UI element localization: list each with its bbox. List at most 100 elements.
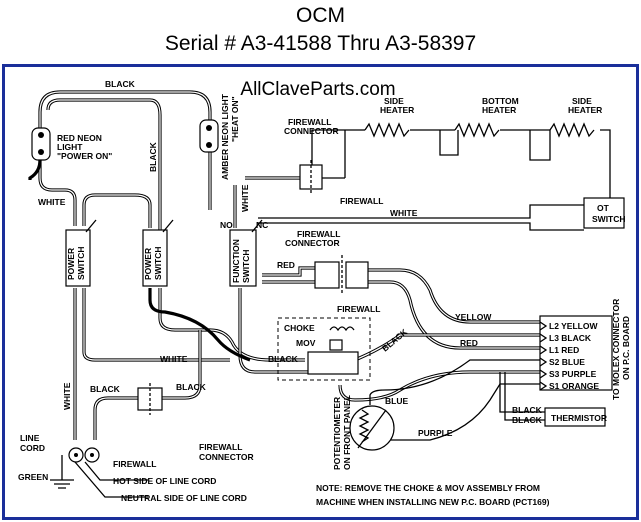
wire-blue: [369, 359, 540, 405]
label-thermistor: THERMISTOR: [551, 413, 607, 423]
label-yellow: YELLOW: [455, 312, 492, 322]
page-title: OCM: [296, 4, 345, 27]
label-ot-switch-2: SWITCH: [592, 214, 626, 224]
wire-white-left: [38, 160, 77, 226]
label-firewall-connector-top-1: FIREWALL: [288, 117, 331, 127]
label-white-vertical: WHITE: [62, 382, 72, 410]
wire-thermistor-1: [499, 372, 545, 413]
label-amber-neon-1: AMBER NEON LIGHT: [220, 93, 230, 180]
wire-black-vertical: [46, 98, 162, 230]
label-line-cord-1: LINE: [20, 433, 40, 443]
wire-black-bl: [93, 396, 138, 440]
label-purple: PURPLE: [418, 428, 453, 438]
side-heater-left: [364, 122, 410, 138]
function-switch: [229, 219, 263, 287]
label-white-ot: WHITE: [390, 208, 418, 218]
label-side-heater-left-1: SIDE: [384, 96, 404, 106]
wire-heater-feed: [311, 129, 360, 165]
label-red-neon-3: "POWER ON": [57, 151, 112, 161]
wire-white-lower-2: [82, 288, 230, 362]
molex-pin-arrow: [539, 381, 548, 391]
line-cord-plug: [68, 447, 100, 463]
label-white-lower: WHITE: [160, 354, 188, 364]
label-white-left: WHITE: [38, 197, 66, 207]
molex-pin-label: L2 YELLOW: [549, 321, 598, 331]
label-firewall-mid: FIREWALL: [337, 304, 380, 314]
side-heater-right: [549, 122, 595, 138]
wire-purple: [385, 383, 540, 441]
label-side-heater-left-2: HEATER: [380, 105, 414, 115]
label-side-heater-right-1: SIDE: [572, 96, 592, 106]
label-no: NO: [220, 220, 233, 230]
label-red-neon-2: LIGHT: [57, 142, 83, 152]
label-firewall-connector-mid-1: FIREWALL: [297, 229, 340, 239]
wire-yellow: [368, 268, 540, 324]
label-neutral-side: NEUTRAL SIDE OF LINE CORD: [121, 493, 247, 503]
leader-hot: [84, 461, 148, 481]
molex-connector: [539, 315, 613, 391]
power-switch-2: [142, 219, 174, 287]
label-white-mid: WHITE: [240, 184, 250, 212]
serial-range: Serial # A3-41588 Thru A3-58397: [164, 32, 477, 55]
label-power-switch-1a: POWER: [66, 248, 76, 280]
label-firewall-connector-top-2: CONNECTOR: [284, 126, 339, 136]
molex-pin-label: L1 RED: [549, 345, 579, 355]
leader-neutral: [74, 461, 148, 498]
label-molex-1: TO MOLEX CONNECTOR: [611, 299, 621, 400]
label-function-switch-b: SWITCH: [241, 249, 251, 283]
label-amber-neon-2: "HEAT ON": [230, 96, 240, 142]
note-line-1: NOTE: REMOVE THE CHOKE & MOV ASSEMBLY FR…: [316, 483, 540, 493]
molex-pin-arrow: [539, 369, 548, 379]
label-potentiometer-1: POTENTIOMETER: [332, 397, 342, 470]
bottom-heater: [454, 122, 500, 138]
label-bottom-heater-1: BOTTOM: [482, 96, 519, 106]
label-function-switch-a: FUNCTION: [231, 239, 241, 283]
label-black-diag: BLACK: [380, 326, 410, 353]
thermistor: [544, 407, 606, 427]
watermark: AllClaveParts.com: [240, 79, 395, 100]
choke-mov-assembly: [277, 317, 371, 381]
label-firewall-connector-bot-1: FIREWALL: [199, 442, 242, 452]
label-black-bm: BLACK: [176, 382, 207, 392]
label-mov: MOV: [296, 338, 316, 348]
label-power-switch-2b: SWITCH: [153, 246, 163, 280]
label-firewall-bottom: FIREWALL: [113, 459, 156, 469]
molex-pin-arrow: [539, 333, 548, 343]
label-power-switch-1b: SWITCH: [76, 246, 86, 280]
label-side-heater-right-2: HEATER: [568, 105, 602, 115]
ot-switch: [583, 197, 625, 229]
label-black-choke: BLACK: [268, 354, 299, 364]
red-neon-light: [31, 127, 51, 161]
label-firewall-connector-bot-2: CONNECTOR: [199, 452, 254, 462]
wire-black-top: [38, 90, 212, 120]
label-potentiometer-2: ON FRONT PANEL: [342, 395, 352, 470]
molex-pin-arrow: [539, 345, 548, 355]
firewall-connector-bottom: [137, 383, 163, 415]
label-firewall-connector-mid-2: CONNECTOR: [285, 238, 340, 248]
label-black-bl: BLACK: [90, 384, 121, 394]
label-choke: CHOKE: [284, 323, 315, 333]
amber-neon-light: [199, 119, 219, 153]
label-ot-switch-1: OT: [597, 203, 610, 213]
firewall-connector-mid: [314, 255, 369, 295]
wire-thermistor-2: [504, 372, 545, 421]
label-red-mid: RED: [277, 260, 295, 270]
label-black-top: BLACK: [105, 79, 136, 89]
label-black-thermistor-1: BLACK: [512, 405, 543, 415]
label-blue: BLUE: [385, 396, 408, 406]
label-nc: NC: [256, 220, 268, 230]
molex-pin-label: S1 ORANGE: [549, 381, 599, 391]
molex-pin-label: S2 BLUE: [549, 357, 585, 367]
label-bottom-heater-2: HEATER: [482, 105, 516, 115]
note-line-2: MACHINE WHEN INSTALLING NEW P.C. BOARD (…: [316, 497, 550, 507]
potentiometer: [349, 405, 395, 451]
label-black-vertical: BLACK: [148, 141, 158, 172]
firewall-connector-top: [299, 160, 323, 195]
label-hot-side: HOT SIDE OF LINE CORD: [113, 476, 216, 486]
power-switch-1: [65, 219, 97, 287]
label-line-cord-2: CORD: [20, 443, 45, 453]
label-red-neon-1: RED NEON: [57, 133, 102, 143]
molex-pin-label: S3 PURPLE: [549, 369, 597, 379]
